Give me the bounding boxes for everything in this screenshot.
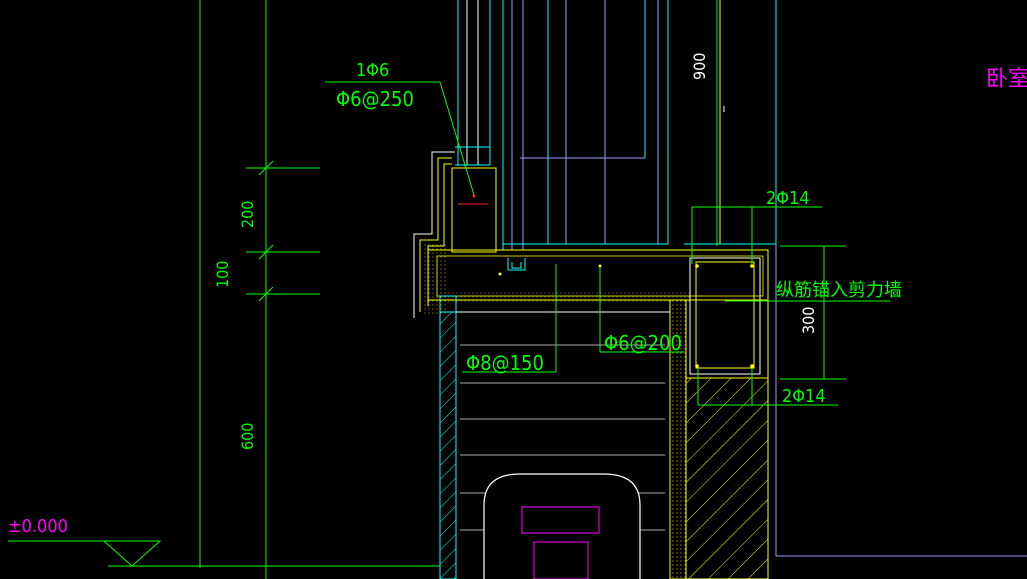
- label-slab-rebar: Φ6@200: [604, 331, 682, 355]
- label-beam-rebar-bottom: 2Φ14: [782, 386, 826, 407]
- dim-beam-depth: 300: [799, 307, 818, 334]
- label-room-name: 卧室: [986, 67, 1027, 92]
- dim-lower-segment: 600: [238, 423, 257, 450]
- lower-wall: [439, 295, 769, 579]
- dim-middle-segment: 100: [213, 261, 232, 288]
- elevation-label: ±0.000: [8, 516, 68, 537]
- elevation-triangle: [103, 540, 162, 567]
- beam-section: [689, 257, 761, 375]
- label-top-bar-rebar: 1Φ6: [356, 60, 389, 81]
- dim-window-height: 900: [690, 53, 709, 80]
- label-beam-rebar-top: 2Φ14: [766, 188, 810, 209]
- upstand-core: [451, 167, 497, 253]
- left-dimension-group: [8, 0, 440, 579]
- arch-opening: [483, 473, 641, 579]
- label-anchor-note: 纵筋锚入剪力墙: [776, 280, 902, 301]
- leader-lines: [325, 81, 890, 406]
- dim-upper-segment: 200: [238, 201, 257, 228]
- window-frame-group: [455, 0, 1027, 557]
- opening-element-upper: [521, 506, 600, 534]
- opening-element-lower: [533, 541, 589, 579]
- window-height-dimension: [716, 0, 725, 246]
- label-top-stirrup: Φ6@250: [336, 87, 414, 111]
- label-sill-rebar: Φ8@150: [466, 351, 544, 375]
